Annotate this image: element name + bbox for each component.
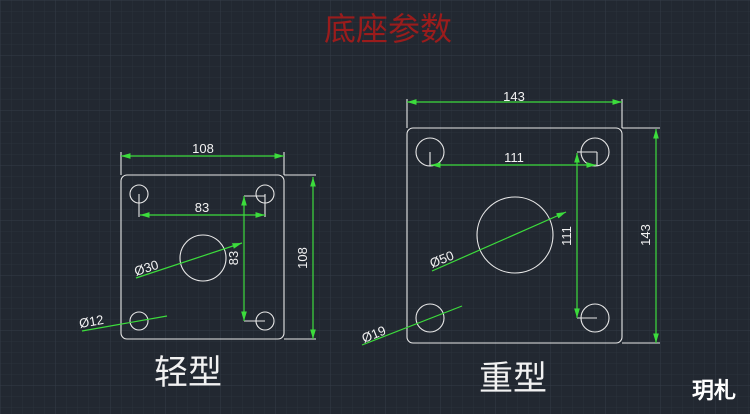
heavy-hole bbox=[415, 303, 445, 333]
light-center-diameter: Ø30 bbox=[132, 257, 160, 279]
light-hole-spacing-h: 83 bbox=[195, 200, 209, 215]
heavy-hole-spacing-h: 111 bbox=[504, 150, 524, 165]
heavy-label: 重型 bbox=[479, 359, 547, 399]
light-hole bbox=[129, 311, 149, 331]
light-plate-outline bbox=[120, 174, 285, 340]
heavy-height-label: 143 bbox=[638, 224, 653, 246]
light-plate: 108 108 83 83 Ø30 Ø12 轻型 bbox=[78, 141, 316, 393]
heavy-hole-spacing-v: 111 bbox=[559, 226, 574, 246]
light-width-label: 108 bbox=[192, 141, 214, 156]
light-label: 轻型 bbox=[154, 353, 222, 393]
heavy-center-hole bbox=[476, 196, 554, 274]
light-center-hole bbox=[179, 234, 227, 282]
light-hole-diameter: Ø12 bbox=[78, 312, 105, 331]
watermark: 玥札 bbox=[692, 379, 736, 404]
heavy-width-label: 143 bbox=[503, 89, 525, 104]
light-height-label: 108 bbox=[295, 247, 310, 269]
heavy-plate-outline bbox=[406, 127, 623, 344]
light-hole-spacing-v: 83 bbox=[226, 251, 241, 265]
title: 底座参数 bbox=[324, 10, 452, 48]
